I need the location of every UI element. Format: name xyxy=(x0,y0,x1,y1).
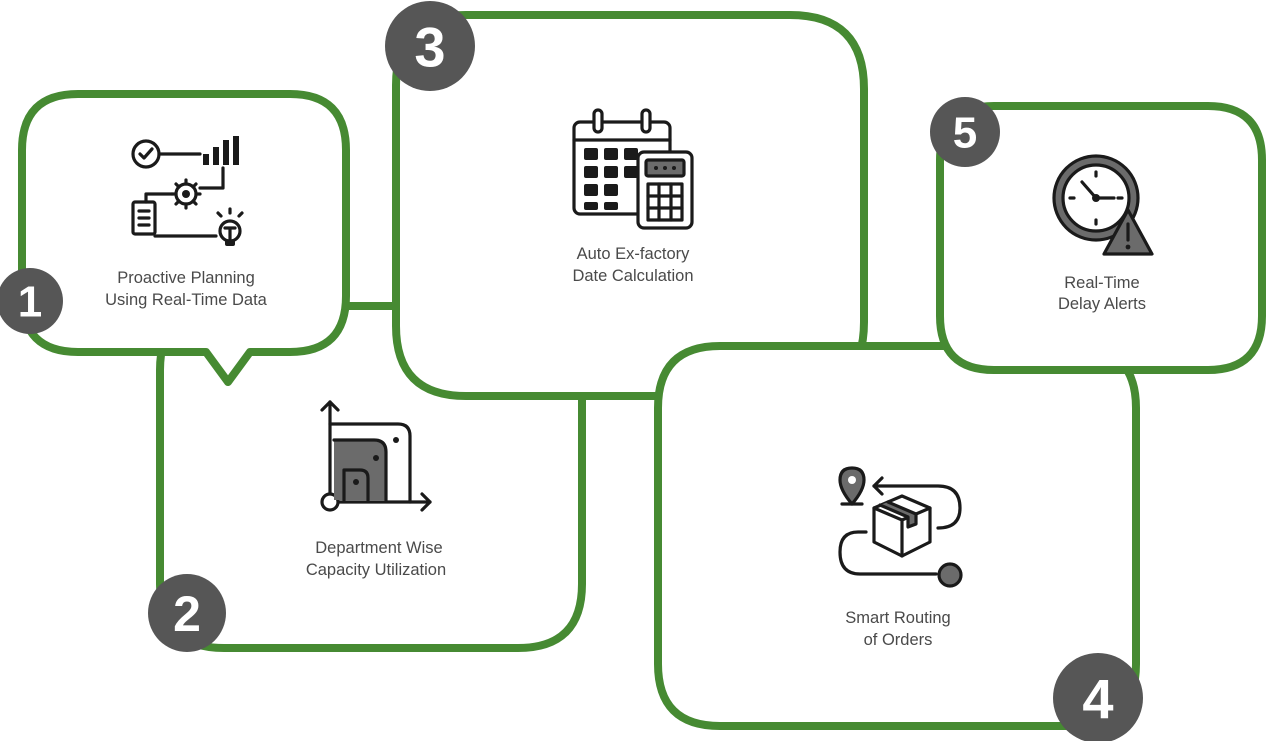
step-4-label-line2: of Orders xyxy=(864,631,933,649)
step-5-label-line2: Delay Alerts xyxy=(1058,295,1146,313)
step-4-badge: 4 xyxy=(1053,653,1143,741)
capacity-chart-icon xyxy=(320,400,432,512)
step-1-number: 1 xyxy=(18,278,42,327)
step-5-badge: 5 xyxy=(930,97,1000,167)
step-2-badge: 2 xyxy=(148,574,226,652)
step-4-label-line1: Smart Routing xyxy=(845,609,950,627)
step-2-label-line2: Capacity Utilization xyxy=(306,561,446,579)
step-1-label-line1: Proactive Planning xyxy=(117,269,255,287)
step-4-number: 4 xyxy=(1082,668,1113,731)
step-2-label-line1: Department Wise xyxy=(315,539,442,557)
calendar-calculator-icon xyxy=(572,108,694,230)
step-3-label-line2: Date Calculation xyxy=(572,267,693,285)
clock-alert-icon xyxy=(1052,154,1154,256)
step-1-badge: 1 xyxy=(0,268,63,334)
step-5-number: 5 xyxy=(953,109,977,158)
step-5-label-line1: Real-Time xyxy=(1064,274,1139,292)
step-3-number: 3 xyxy=(414,16,445,79)
planning-flow-icon xyxy=(131,136,244,246)
box-route-icon xyxy=(838,466,963,588)
step-1-label-line2: Using Real-Time Data xyxy=(105,291,268,309)
step-3-label-line1: Auto Ex-factory xyxy=(577,245,691,263)
step-2-number: 2 xyxy=(173,586,201,642)
step-1-card xyxy=(18,90,350,386)
step-3-badge: 3 xyxy=(385,1,475,91)
